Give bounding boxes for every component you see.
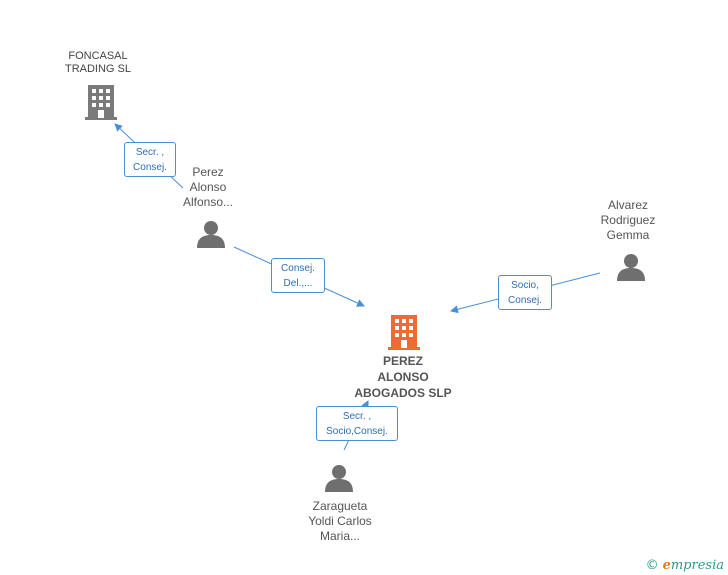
edge-label-alvarez-to-center[interactable]: Socio, Consej. — [498, 275, 552, 310]
building-icon[interactable] — [388, 314, 420, 350]
brand-name: mpresia — [670, 558, 724, 573]
edge-label-zaragueta-to-center[interactable]: Secr. , Socio,Consej. — [316, 406, 398, 441]
node-label-zaragueta[interactable]: Zaragueta Yoldi Carlos Maria... — [308, 499, 372, 543]
edge-label-perez-to-center[interactable]: Consej. Del.,... — [271, 258, 325, 293]
node-label-perez-alonso[interactable]: Perez Alonso Alfonso... — [182, 165, 234, 209]
empresia-brand[interactable]: ©empresia — [646, 558, 724, 573]
building-icon[interactable] — [85, 84, 117, 120]
brand-initial: e — [662, 558, 671, 573]
node-label-foncasal[interactable]: FONCASAL TRADING SL — [64, 50, 131, 75]
copyright-symbol: © — [645, 558, 659, 573]
node-label-alvarez[interactable]: Alvarez Rodriguez Gemma — [600, 198, 656, 242]
node-label-center-company[interactable]: PEREZ ALONSO ABOGADOS SLP — [354, 354, 452, 400]
person-icon[interactable] — [324, 464, 354, 492]
edge-label-perez-to-foncasal[interactable]: Secr. , Consej. — [124, 142, 176, 177]
person-icon[interactable] — [616, 253, 646, 281]
person-icon[interactable] — [196, 220, 226, 248]
